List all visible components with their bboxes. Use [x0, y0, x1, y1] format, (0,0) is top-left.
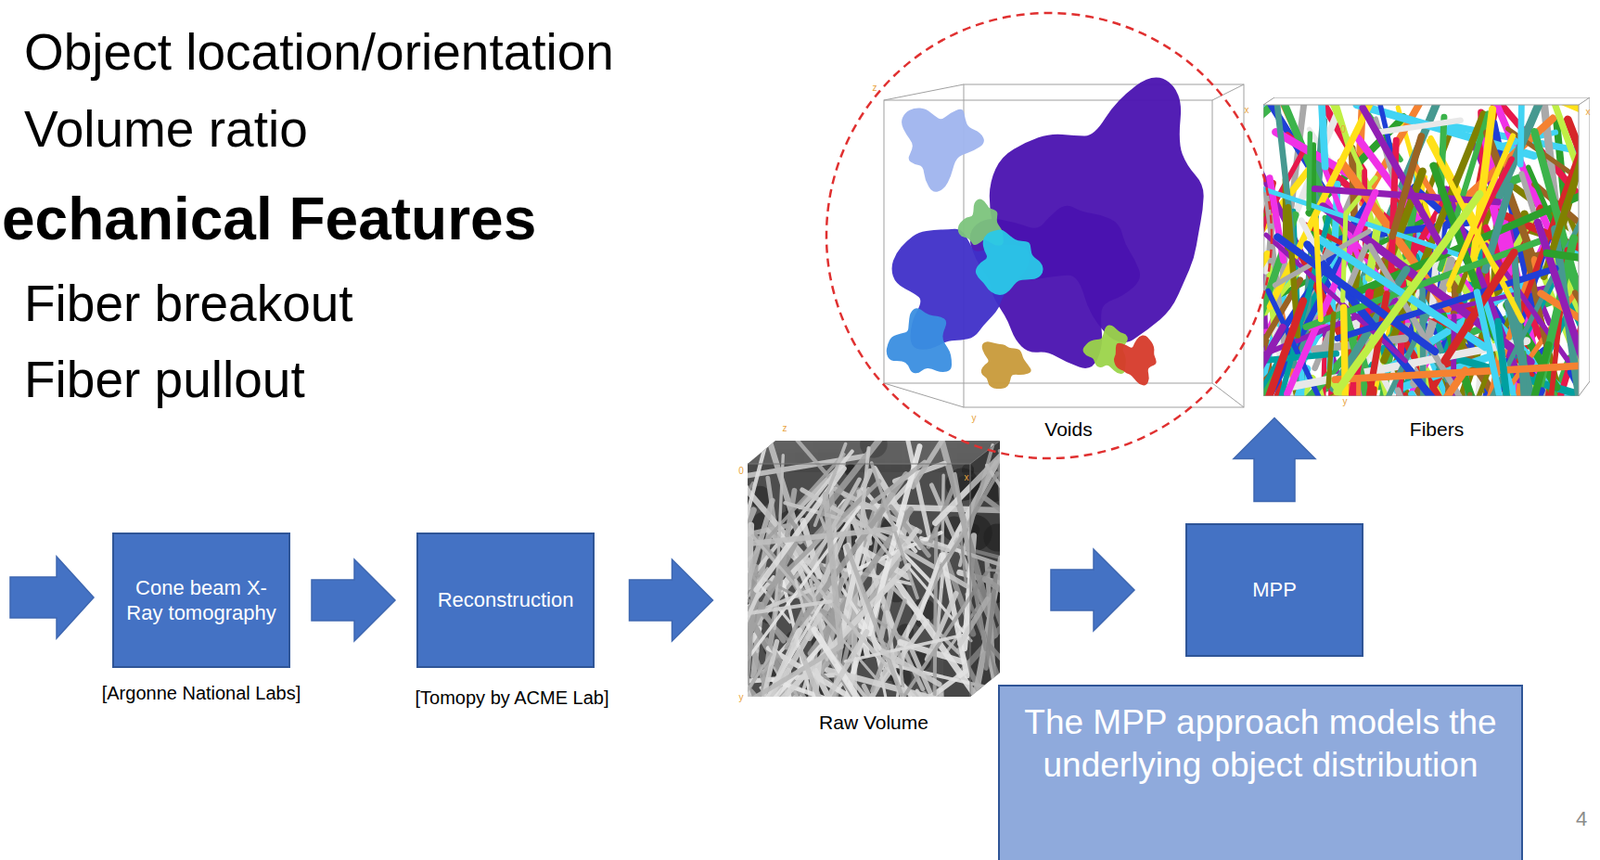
illustration-part	[747, 604, 821, 697]
source-note: [Tomopy by ACME Lab]	[415, 687, 610, 709]
illustration-part	[1520, 104, 1523, 165]
image-caption: Fibers	[1409, 418, 1464, 441]
fiber-texture	[747, 440, 1000, 697]
illustration-part	[1497, 320, 1525, 397]
illustration-part	[1362, 107, 1445, 251]
axis-label: x	[1586, 106, 1591, 118]
bullet-text: Volume ratio	[24, 100, 308, 159]
note-text: The MPP approach models the underlying o…	[1020, 701, 1501, 788]
block-arrow	[629, 559, 714, 641]
illustration-part	[769, 631, 868, 697]
illustration-part	[747, 601, 832, 624]
void-blob	[901, 108, 985, 192]
image-panel: Voids	[824, 10, 1274, 461]
illustration-part	[1316, 218, 1321, 320]
illustration-part	[1328, 313, 1334, 386]
process-box: Reconstruction	[416, 532, 595, 668]
bullet-text: Object location/orientation	[24, 23, 615, 82]
axis-label: z	[872, 82, 878, 94]
axis-label: y	[1343, 396, 1348, 408]
illustration-part	[825, 494, 842, 647]
illustration-part	[747, 653, 772, 697]
block-arrow	[311, 559, 396, 641]
illustration-part	[918, 554, 941, 618]
void-blob	[886, 307, 952, 373]
illustration-part	[1376, 120, 1461, 133]
illustration-part	[1308, 133, 1310, 209]
illustration-part	[811, 479, 859, 566]
image-caption: Voids	[1044, 418, 1092, 441]
illustration-part	[883, 651, 940, 684]
illustration-part	[871, 461, 925, 503]
image-panel: Raw Volume	[747, 440, 1000, 697]
bullet-text: echanical Features	[1, 185, 537, 255]
highlight-circle	[826, 12, 1272, 459]
illustration-part	[1320, 104, 1325, 167]
axis-label: 0	[738, 465, 744, 477]
axis-label: x	[964, 472, 970, 484]
illustration-part	[747, 499, 773, 621]
fibers-illustration	[1263, 97, 1590, 397]
image-caption: Raw Volume	[819, 711, 929, 734]
illustration-part	[1547, 253, 1579, 275]
illustration-part	[1335, 365, 1579, 380]
illustration-part	[1514, 254, 1528, 397]
illustration-part	[1356, 380, 1362, 397]
process-label: Cone beam X-Ray tomography	[123, 575, 280, 627]
axis-label: z	[782, 422, 788, 435]
illustration-part	[934, 528, 937, 694]
block-arrow	[1233, 418, 1316, 502]
void-blob	[981, 341, 1032, 389]
source-note: [Argonne National Labs]	[102, 682, 302, 704]
bounding-box	[883, 383, 964, 408]
fiber-bundle	[1263, 104, 1579, 397]
illustration-part	[1537, 222, 1579, 397]
block-arrow	[1050, 549, 1135, 631]
bounding-box	[1212, 84, 1244, 101]
axis-label: y	[739, 691, 744, 704]
illustration-part	[857, 514, 891, 557]
axis-label: y	[972, 412, 977, 424]
bounding-box	[1263, 104, 1579, 397]
cube-edge	[747, 463, 971, 697]
illustration-part	[1263, 300, 1304, 397]
void-blob	[975, 230, 1044, 295]
voids-illustration	[824, 10, 1274, 461]
illustration-part	[1336, 193, 1480, 392]
bounding-box	[1263, 97, 1590, 397]
axis-label: x	[1244, 104, 1250, 116]
cube-side-face	[970, 440, 1000, 697]
bullet-text: Fiber pullout	[24, 350, 306, 410]
illustration-part	[846, 545, 904, 697]
process-label: MPP	[1252, 576, 1297, 603]
void-blob	[1113, 334, 1157, 385]
raw-volume-illustration	[747, 440, 1000, 697]
axis-label: 0	[1340, 124, 1346, 136]
input-block-arrow	[10, 556, 94, 639]
bounding-box	[1212, 383, 1244, 408]
bounding-box	[1578, 97, 1590, 105]
illustration-part	[1484, 297, 1542, 397]
image-panel: Fibers	[1263, 97, 1590, 397]
page-number: 4	[1575, 806, 1588, 831]
illustration-part	[1476, 292, 1531, 397]
process-box: Cone beam X-Ray tomography	[112, 532, 291, 668]
illustration-part	[1392, 136, 1421, 237]
note-box: The MPP approach models the underlying o…	[998, 684, 1524, 860]
process-box: MPP	[1185, 523, 1364, 657]
cube-top-face	[747, 440, 1000, 464]
bounding-box	[883, 84, 964, 101]
bullet-text: Fiber breakout	[24, 274, 354, 333]
process-label: Reconstruction	[437, 587, 575, 614]
